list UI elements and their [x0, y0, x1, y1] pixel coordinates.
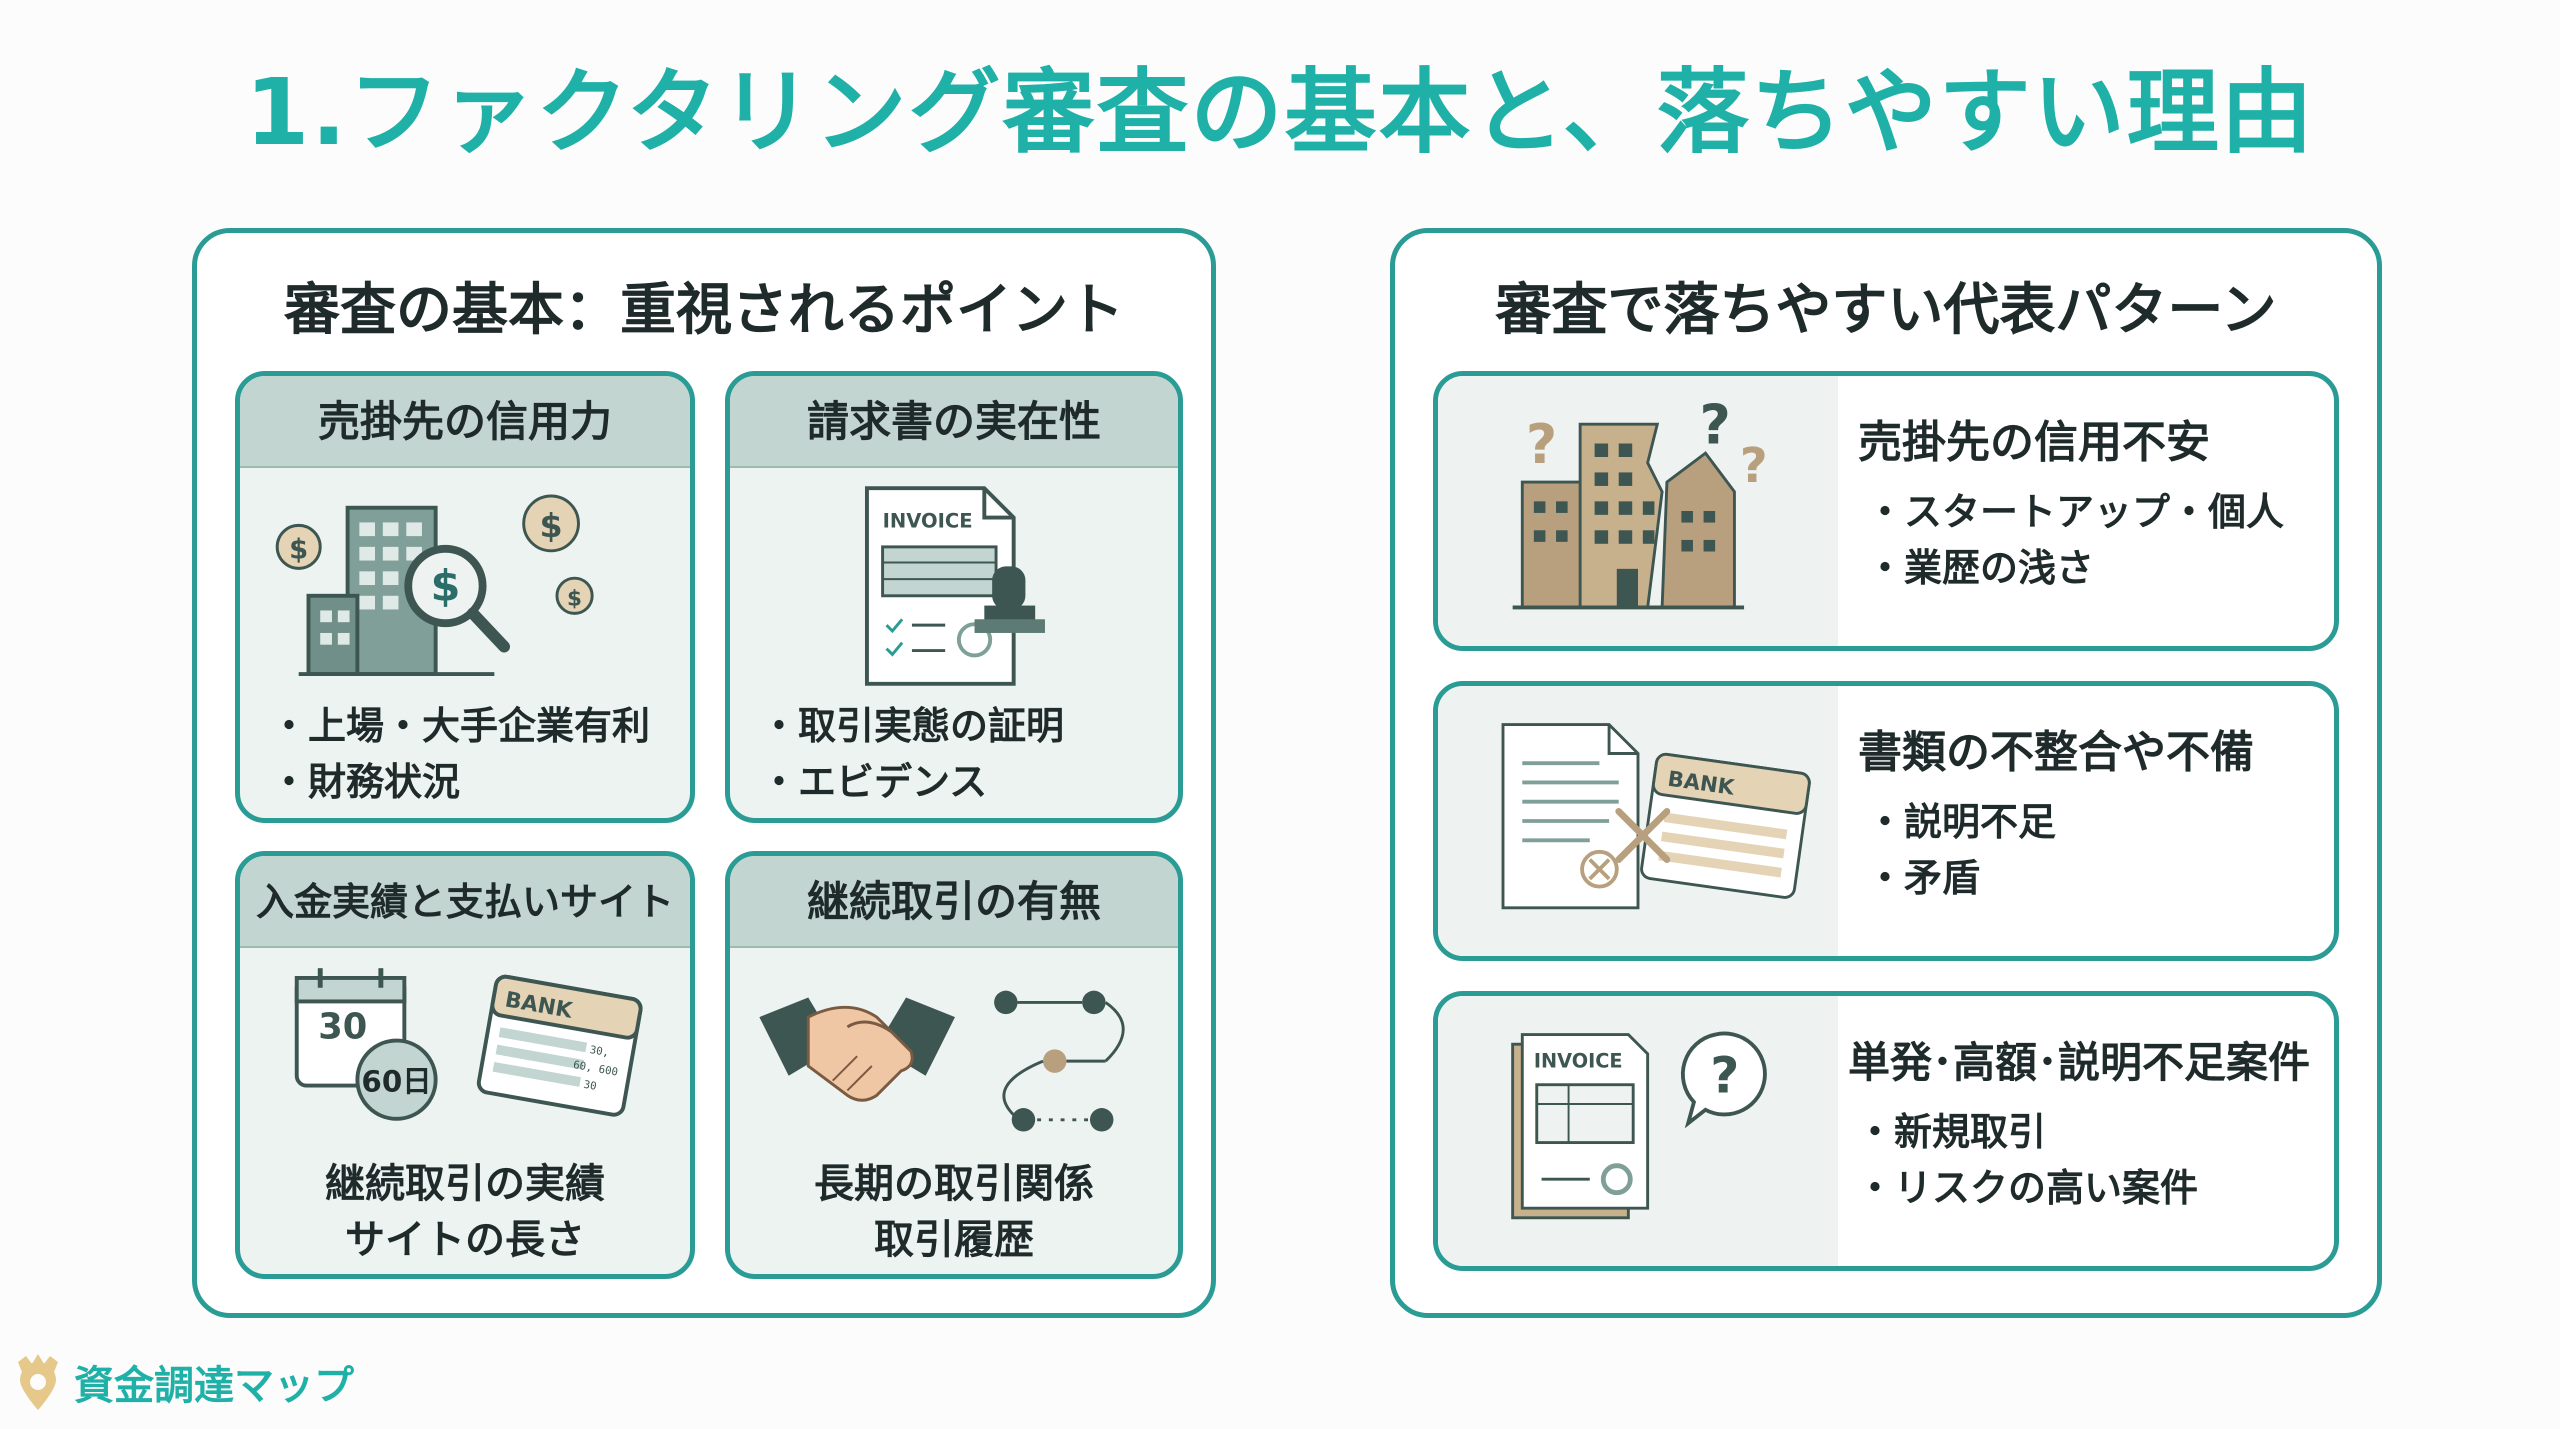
card-receivable-credit: 売掛先の信用力 $ $ $ $ 上場・大手企業有利 財務状 — [235, 371, 695, 823]
page-title: 1.ファクタリング審査の基本と、落ちやすい理由 — [245, 59, 2315, 166]
list-item: 継続取引の実績 — [325, 1161, 605, 1207]
pattern-credit-concern: ? ? ? 売掛先の信用不安 スタートアップ・個人 業歴の浅さ — [1433, 371, 2339, 651]
invoice-stamp-icon: INVOICE — [864, 486, 1045, 686]
list-item: スタートアップ・個人 — [1866, 484, 2324, 540]
card-heading: 入金実績と支払いサイト — [240, 856, 690, 948]
svg-text:$: $ — [567, 587, 582, 612]
failure-panel-title: 審査で落ちやすい代表パターン — [1495, 278, 2277, 343]
list-item: 業歴の浅さ — [1866, 540, 2324, 596]
basics-panel-title: 審査の基本：重視されるポイント — [284, 278, 1124, 343]
invoice-label: INVOICE — [883, 509, 973, 532]
pattern-heading: 書類の不整合や不備 — [1858, 727, 2254, 778]
handshake-flow-icon — [759, 990, 1125, 1132]
pattern-bullets: 新規取引 リスクの高い案件 — [1848, 1104, 2324, 1216]
map-pin-logo-icon — [18, 1354, 58, 1410]
list-item: エビデンス — [760, 754, 1168, 810]
svg-text:?: ? — [1710, 1045, 1739, 1104]
pattern-bullets: スタートアップ・個人 業歴の浅さ — [1858, 484, 2324, 596]
list-item: 取引実態の証明 — [760, 698, 1168, 754]
svg-text:$: $ — [430, 562, 460, 612]
bank-figure: 30 — [583, 1078, 598, 1093]
svg-text:$: $ — [289, 535, 308, 566]
card-heading: 請求書の実在性 — [730, 376, 1178, 468]
bank-figure: 30, — [589, 1043, 610, 1059]
list-item: 長期の取引関係 — [814, 1161, 1094, 1207]
list-item: サイトの長さ — [345, 1217, 585, 1263]
svg-text:?: ? — [1699, 394, 1730, 457]
building-magnifier-icon: $ $ $ $ — [275, 494, 594, 676]
crumbling-building-icon: ? ? ? — [1438, 376, 1838, 646]
pattern-text: 売掛先の信用不安 スタートアップ・個人 業歴の浅さ — [1858, 410, 2324, 596]
card-heading: 売掛先の信用力 — [240, 376, 690, 468]
card-payment-history: 入金実績と支払いサイト 30 60日 BANK 30, 60, 600 30 継… — [235, 851, 695, 1279]
invoice-question-icon: INVOICE ? — [1438, 996, 1838, 1266]
pattern-heading: 単発･高額･説明不足案件 — [1848, 1038, 2311, 1087]
pattern-document-mismatch: BANK 書類の不整合や不備 説明不足 矛盾 — [1433, 681, 2339, 961]
pattern-one-off-high-value: INVOICE ? 単発･高額･説明不足案件 新規取引 リスクの高い案件 — [1433, 991, 2339, 1271]
failure-patterns-panel: 審査で落ちやすい代表パターン ? ? ? 売掛先の信用不安 — [1390, 228, 2382, 1318]
list-item: リスクの高い案件 — [1856, 1160, 2324, 1216]
card-lines: 継続取引の実績 サイトの長さ — [240, 1156, 690, 1268]
card-invoice-existence: 請求書の実在性 INVOICE 取引実態の証明 エビデンス — [725, 371, 1183, 823]
card-heading: 継続取引の有無 — [730, 856, 1178, 948]
brand-logo: 資金調達マップ — [12, 1352, 354, 1412]
svg-text:?: ? — [1526, 413, 1557, 476]
card-bullets: 上場・大手企業有利 財務状況 — [270, 698, 680, 810]
card-bullets: 取引実態の証明 エビデンス — [760, 698, 1168, 810]
basics-panel: 審査の基本：重視されるポイント 売掛先の信用力 $ $ $ $ — [192, 228, 1216, 1318]
list-item: 上場・大手企業有利 — [270, 698, 680, 754]
svg-text:?: ? — [1740, 438, 1768, 494]
pattern-text: 単発･高額･説明不足案件 新規取引 リスクの高い案件 — [1848, 1030, 2324, 1216]
list-item: 説明不足 — [1866, 794, 2324, 850]
calendar-day: 30 — [318, 1007, 367, 1048]
calendar-bank-icon: 30 60日 BANK 30, 60, 600 30 — [294, 968, 643, 1121]
pattern-text: 書類の不整合や不備 説明不足 矛盾 — [1858, 720, 2324, 906]
svg-text:$: $ — [540, 506, 563, 545]
list-item: 矛盾 — [1866, 850, 2324, 906]
card-lines: 長期の取引関係 取引履歴 — [730, 1156, 1178, 1268]
payment-term-badge: 60日 — [361, 1064, 431, 1098]
card-continuous-trading: 継続取引の有無 長期の取引関係 取引履歴 — [725, 851, 1183, 1279]
pattern-bullets: 説明不足 矛盾 — [1858, 794, 2324, 906]
invoice-label: INVOICE — [1534, 1049, 1623, 1072]
document-bank-mismatch-icon: BANK — [1438, 686, 1838, 956]
list-item: 財務状況 — [270, 754, 680, 810]
pattern-heading: 売掛先の信用不安 — [1858, 417, 2210, 468]
list-item: 取引履歴 — [874, 1217, 1034, 1263]
list-item: 新規取引 — [1856, 1104, 2324, 1160]
brand-name: 資金調達マップ — [74, 1363, 354, 1409]
